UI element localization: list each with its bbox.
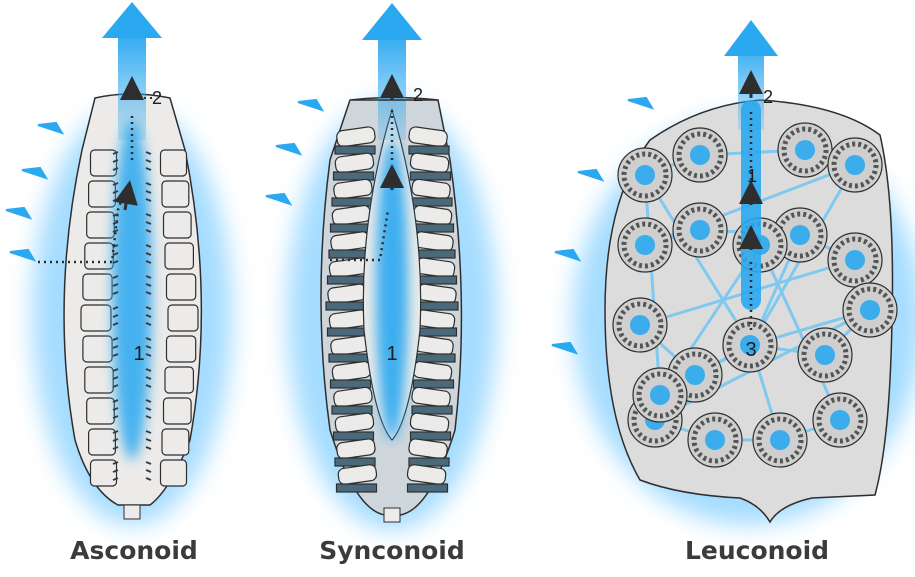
caption-leuconoid: Leuconoid bbox=[637, 536, 877, 565]
leuconoid-chamber-lumen bbox=[845, 155, 865, 175]
asconoid-wall-plate bbox=[87, 398, 115, 424]
leuconoid-chamber-lumen bbox=[845, 250, 865, 270]
synconoid-label-2: 2 bbox=[413, 85, 423, 105]
synconoid-choanocyte-layer bbox=[415, 250, 455, 258]
leuconoid-chamber-lumen bbox=[635, 165, 655, 185]
leuconoid-label-1: 1 bbox=[747, 166, 757, 186]
synconoid-choanocyte-layer bbox=[412, 198, 452, 206]
asconoid-wall-plate bbox=[165, 243, 193, 269]
synconoid-choanocyte-layer bbox=[408, 484, 448, 492]
asconoid-wall-plate bbox=[167, 336, 196, 362]
synconoid-choanocyte-layer bbox=[331, 380, 371, 388]
leuconoid-diagram: 1 2 3 bbox=[552, 20, 915, 525]
leuconoid-chamber-lumen bbox=[860, 300, 880, 320]
asconoid-wall-plate bbox=[83, 274, 112, 300]
leuconoid-inflow-arrow bbox=[628, 98, 652, 108]
leuconoid-chamber-lumen bbox=[635, 235, 655, 255]
caption-asconoid: Asconoid bbox=[14, 536, 254, 565]
synconoid-choanocyte-layer bbox=[414, 224, 454, 232]
synconoid-choanocyte-layer bbox=[409, 146, 449, 154]
leuconoid-chamber-lumen bbox=[770, 430, 790, 450]
asconoid-label-2: 2 bbox=[152, 88, 162, 108]
asconoid-inflow-arrow bbox=[10, 250, 34, 260]
synconoid-choanocyte-layer bbox=[417, 276, 457, 284]
asconoid-wall-plate bbox=[165, 367, 193, 393]
asconoid-wall-plate bbox=[85, 367, 113, 393]
asconoid-wall-plate bbox=[168, 305, 198, 331]
leuconoid-inflow-arrow bbox=[555, 250, 579, 260]
synconoid-choanocyte-layer bbox=[328, 328, 368, 336]
synconoid-choanocyte-layer bbox=[331, 224, 371, 232]
caption-synconoid: Synconoid bbox=[272, 536, 512, 565]
asconoid-inflow-arrow bbox=[22, 168, 46, 178]
leuconoid-chamber-lumen bbox=[790, 225, 810, 245]
asconoid-wall-plate bbox=[161, 460, 187, 486]
synconoid-base bbox=[384, 508, 400, 522]
leuconoid-chamber-lumen bbox=[630, 315, 650, 335]
synconoid-inflow-arrow bbox=[266, 194, 290, 204]
asconoid-base bbox=[124, 505, 140, 519]
synconoid-choanocyte-layer bbox=[418, 302, 458, 310]
leuconoid-chamber-lumen bbox=[650, 385, 670, 405]
asconoid-wall-plate bbox=[83, 336, 112, 362]
asconoid-wall-plate bbox=[89, 429, 116, 455]
leuconoid-chamber-lumen bbox=[705, 430, 725, 450]
asconoid-inflow-arrow bbox=[6, 208, 30, 218]
asconoid-wall-plate bbox=[91, 460, 117, 486]
synconoid-choanocyte-layer bbox=[414, 380, 454, 388]
asconoid-wall-plate bbox=[162, 181, 189, 207]
asconoid-wall-plate bbox=[162, 429, 189, 455]
synconoid-choanocyte-layer bbox=[326, 302, 366, 310]
asconoid-wall-plate bbox=[164, 212, 192, 238]
asconoid-wall-plate bbox=[87, 212, 115, 238]
asconoid-wall-plate bbox=[167, 274, 196, 300]
synconoid-choanocyte-layer bbox=[411, 172, 451, 180]
asconoid-wall-plate bbox=[89, 181, 116, 207]
asconoid-wall-plate bbox=[85, 243, 113, 269]
asconoid-wall-plate bbox=[164, 398, 192, 424]
leuconoid-chamber-lumen bbox=[685, 365, 705, 385]
leuconoid-chamber-lumen bbox=[690, 145, 710, 165]
asconoid-wall-plate bbox=[91, 150, 117, 176]
synconoid-choanocyte-layer bbox=[334, 172, 374, 180]
asconoid-label-1: 1 bbox=[133, 343, 144, 365]
synconoid-choanocyte-layer bbox=[417, 328, 457, 336]
asconoid-outflow-arrowhead bbox=[102, 2, 162, 38]
asconoid-wall-plate bbox=[161, 150, 187, 176]
leuconoid-chamber-lumen bbox=[795, 140, 815, 160]
leuconoid-label-3: 3 bbox=[745, 339, 756, 361]
leuconoid-inflow-arrow bbox=[578, 170, 602, 180]
synconoid-choanocyte-layer bbox=[337, 484, 377, 492]
asconoid-wall-plate bbox=[81, 305, 111, 331]
synconoid-choanocyte-layer bbox=[415, 354, 455, 362]
synconoid-outflow-arrowhead bbox=[362, 3, 422, 40]
leuconoid-chamber-lumen bbox=[830, 410, 850, 430]
leuconoid-chamber-lumen bbox=[815, 345, 835, 365]
synconoid-choanocyte-layer bbox=[328, 276, 368, 284]
synconoid-diagram: 1 2 bbox=[266, 3, 497, 530]
asconoid-inflow-arrow bbox=[38, 123, 62, 133]
synconoid-inflow-arrow bbox=[298, 100, 322, 110]
leuconoid-chamber-lumen bbox=[690, 220, 710, 240]
synconoid-label-1: 1 bbox=[386, 343, 397, 365]
leuconoid-inflow-arrow bbox=[552, 343, 576, 353]
synconoid-choanocyte-layer bbox=[335, 146, 375, 154]
synconoid-choanocyte-layer bbox=[332, 198, 372, 206]
synconoid-choanocyte-layer bbox=[329, 354, 369, 362]
synconoid-inflow-arrow bbox=[276, 144, 300, 154]
leuconoid-outflow-arrowhead bbox=[724, 20, 778, 56]
asconoid-diagram: 1 2 bbox=[6, 2, 232, 525]
synconoid-choanocyte-layer bbox=[329, 250, 369, 258]
leuconoid-label-2: 2 bbox=[763, 87, 773, 107]
